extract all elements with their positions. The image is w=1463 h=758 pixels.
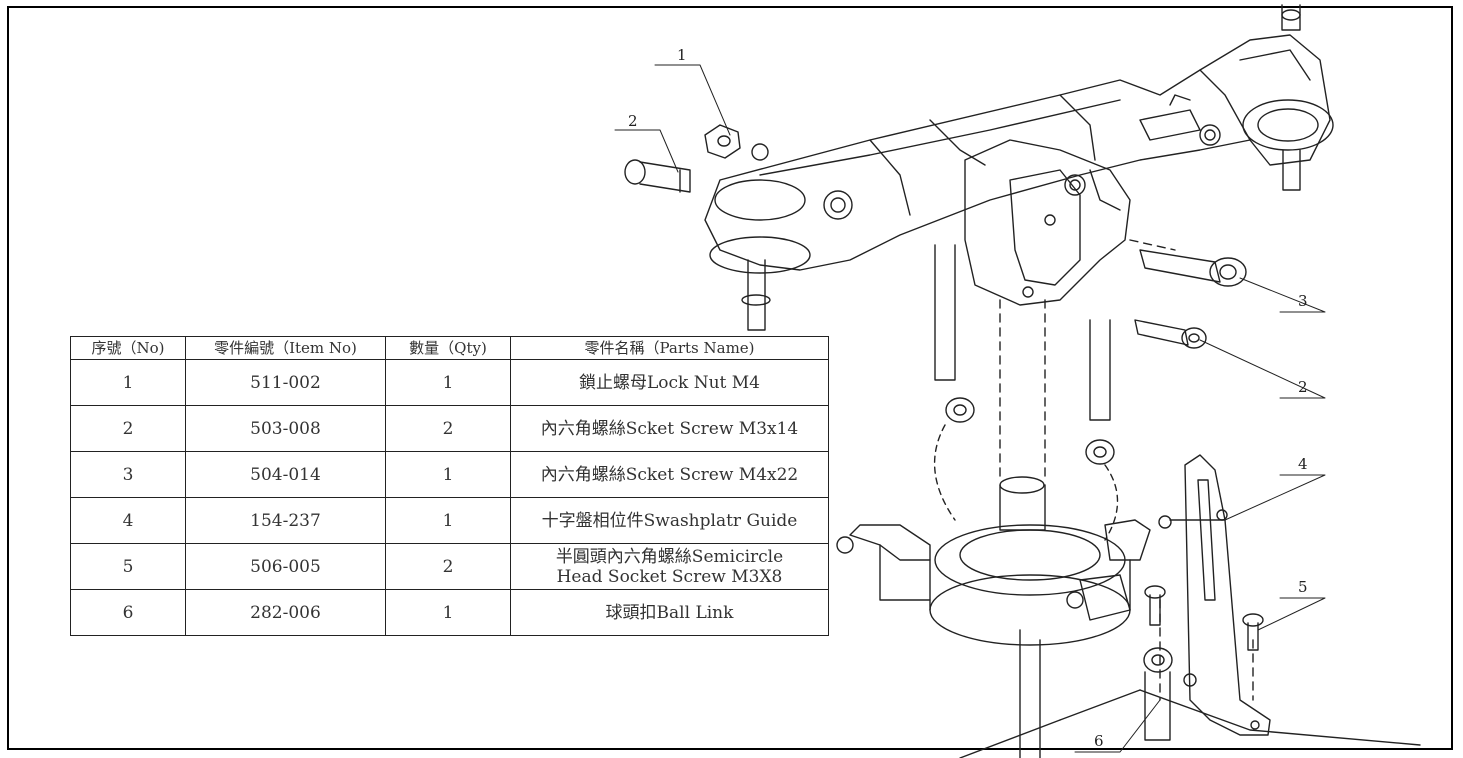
cell-qty: 2 xyxy=(385,543,511,590)
table-row: 3 504-014 1 內六角螺絲Scket Screw M4x22 xyxy=(70,451,829,498)
screw-3 xyxy=(1139,249,1247,287)
cell-name: 鎖止螺母Lock Nut M4 xyxy=(510,359,829,406)
cell-item: 154-237 xyxy=(185,497,386,544)
header-parts-name: 零件名稱（Parts Name) xyxy=(510,336,829,360)
cell-item: 504-014 xyxy=(185,451,386,498)
callout-6: 6 xyxy=(1094,732,1104,750)
cell-name-line-1: 半圓頭內六角螺絲Semicircle xyxy=(555,546,784,567)
cell-no: 1 xyxy=(70,359,186,406)
callout-3: 3 xyxy=(1298,292,1308,310)
leader-lines xyxy=(614,64,1326,753)
callout-2-right: 2 xyxy=(1298,378,1308,396)
cell-qty: 1 xyxy=(385,589,511,636)
header-no: 序號（No) xyxy=(70,336,186,360)
cell-no: 4 xyxy=(70,497,186,544)
cell-item: 511-002 xyxy=(185,359,386,406)
header-item-no: 零件編號（Item No) xyxy=(185,336,386,360)
table-row: 6 282-006 1 球頭扣Ball Link xyxy=(70,589,829,636)
cell-name: 內六角螺絲Scket Screw M4x22 xyxy=(510,451,829,498)
center-block xyxy=(964,139,1131,306)
nut-1 xyxy=(704,124,741,159)
cell-qty: 2 xyxy=(385,405,511,452)
ball-link-6 xyxy=(959,647,1173,758)
cell-name: 半圓頭內六角螺絲Semicircle Head Socket Screw M3X… xyxy=(510,543,829,590)
callout-5: 5 xyxy=(1298,578,1308,596)
screws-5 xyxy=(1144,585,1264,651)
pitch-links xyxy=(933,244,1119,541)
table-row: 4 154-237 1 十字盤相位件Swashplatr Guide xyxy=(70,497,829,544)
callout-4: 4 xyxy=(1298,455,1308,473)
cell-no: 3 xyxy=(70,451,186,498)
screw-2-right xyxy=(1134,319,1207,349)
parts-table: 序號（No) 零件編號（Item No) 數量（Qty) 零件名稱（Parts … xyxy=(70,336,829,636)
cell-name: 球頭扣Ball Link xyxy=(510,589,829,636)
cell-qty: 1 xyxy=(385,497,511,544)
table-row: 1 511-002 1 鎖止螺母Lock Nut M4 xyxy=(70,359,829,406)
drawing-frame xyxy=(7,6,1453,750)
rotor-hub xyxy=(704,4,1334,331)
header-qty: 數量（Qty) xyxy=(385,336,511,360)
callout-2-left: 2 xyxy=(628,112,638,130)
cell-qty: 1 xyxy=(385,451,511,498)
table-row: 2 503-008 2 內六角螺絲Scket Screw M3x14 xyxy=(70,405,829,452)
cell-no: 2 xyxy=(70,405,186,452)
table-header-row: 序號（No) 零件編號（Item No) 數量（Qty) 零件名稱（Parts … xyxy=(70,336,829,360)
cell-name: 十字盤相位件Swashplatr Guide xyxy=(510,497,829,544)
cell-no: 5 xyxy=(70,543,186,590)
cell-name: 內六角螺絲Scket Screw M3x14 xyxy=(510,405,829,452)
cell-item: 506-005 xyxy=(185,543,386,590)
swashplate xyxy=(836,476,1226,758)
swashplate-guide-4 xyxy=(1059,454,1421,746)
cell-item: 503-008 xyxy=(185,405,386,452)
cell-name-line-2: Head Socket Screw M3X8 xyxy=(556,566,783,587)
cell-no: 6 xyxy=(70,589,186,636)
table-row: 5 506-005 2 半圓頭內六角螺絲Semicircle Head Sock… xyxy=(70,543,829,590)
cell-item: 282-006 xyxy=(185,589,386,636)
callout-1: 1 xyxy=(677,46,687,64)
screw-2-left xyxy=(624,159,691,193)
cell-qty: 1 xyxy=(385,359,511,406)
